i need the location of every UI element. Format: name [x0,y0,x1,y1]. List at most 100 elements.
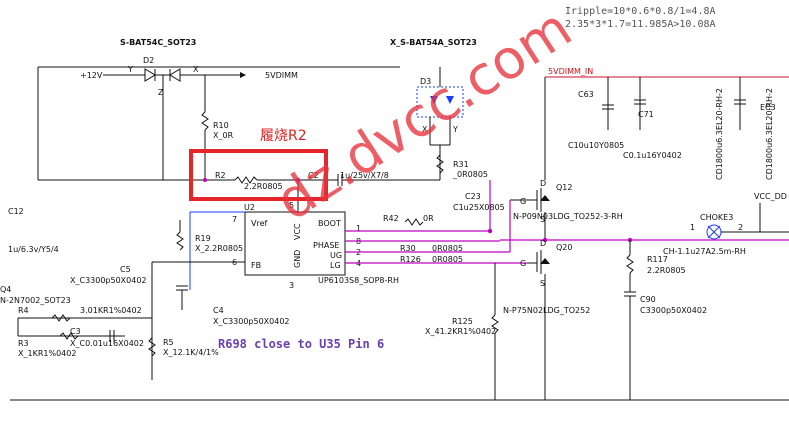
d2-pin-z: Z [158,88,164,97]
d2-pin-y: Y [127,65,133,74]
r126-val: 0R0805 [432,255,463,264]
u2-pin-vref: Vref [251,219,268,228]
ripple-formula-2: 2.35*3*1.7=11.985A>10.08A [565,19,716,30]
c5-val: X_C3300p50X0402 [70,276,147,285]
r5-val: X_12.1K/4/1% [163,348,219,357]
ec3-ref: EC3 [760,103,776,112]
r125-resistor-icon [491,314,499,334]
q12-pin-s: S [540,215,545,224]
u2-pin3: 3 [289,281,294,290]
r125-val: X_41.2KR1%0402 [425,327,496,336]
q12-val: N-P09N03LDG_TO252-3-RH [513,212,623,221]
highlight-box [189,149,328,201]
c90-val: C3300p50X0402 [640,306,707,315]
choke3-val: CH-1.1u27A2.5m-RH [663,247,746,256]
d3-pin-x: X [422,125,428,134]
close-note: R698 close to U35 Pin 6 [218,337,384,351]
choke3-cross-b [707,225,721,239]
d3-diode-b-icon [446,96,454,104]
r10-ref: R10 [213,121,229,130]
r117-val: 2.2R0805 [647,266,686,275]
r30-val: 0R0805 [432,244,463,253]
r125-ref: R125 [452,317,473,326]
u2-val: UP6103S8_SOP8-RH [318,276,399,285]
q20-pin-s: S [540,279,545,288]
u2-pin7: 7 [232,215,237,224]
d3-diode-a-icon [430,96,438,104]
c71-ref: C71 [638,110,654,119]
u2-pin-phase: PHASE [313,241,339,250]
r4-val: 3.01KR1%0402 [80,306,142,315]
q12-body-icon [540,195,550,201]
r10-junction [203,178,207,182]
c12-ref: C12 [8,207,24,216]
r4-resistor-icon [51,314,71,322]
r19-val: X_2.2R0805 [195,244,243,253]
r19-ref: R19 [195,234,211,243]
r10-resistor-icon [201,111,209,131]
d3-ref: D3 [420,77,431,86]
c4-val: X_C3300p50X0402 [213,317,290,326]
r2-ref: R2 [215,171,226,180]
ripple-formula-1: Iripple=10*0.6*0.8/1=4.8A [565,6,716,17]
r117-ref: R117 [647,255,668,264]
net-5vdimm-label: 5VDIMM [265,71,298,80]
u2-pin-fb: FB [251,261,261,270]
u2-pin5: 5 [289,201,294,210]
net-arrow-icon [240,72,246,78]
q4-val: N-2N7002_SOT23 [0,296,71,305]
u2-pin-ug: UG [330,251,342,260]
r42-ref: R42 [383,214,399,223]
q4-ref: Q4 [0,285,11,294]
q20-ref: Q20 [556,243,572,252]
watermark: dz.dvcc.com [265,0,583,233]
r3-ref: R3 [18,339,29,348]
q20-pin-d: D [540,239,546,248]
c23-ref: C23 [465,192,481,201]
ec-b-val: CD1800u6.3EL20-RH-2 [765,88,774,180]
r126-ref: R126 [400,255,421,264]
r42-val: 0R [423,214,434,223]
d2-ref: D2 [143,56,154,65]
vcc-junction [295,177,301,183]
choke3-ref: CHOKE3 [700,213,733,222]
r2-resistor-icon [234,176,258,184]
r10-val: X_0R [213,131,234,140]
c23-val: C1u25X0805 [453,203,505,212]
r42-resistor-icon [404,218,424,226]
choke3-pin1: 1 [690,223,695,232]
u2-pin-gnd: GND [293,250,302,268]
d2-diode-left-icon [144,68,156,82]
u2-pin-lg: LG [330,261,341,270]
r31-resistor-icon [436,154,444,174]
c90-ref: C90 [640,295,656,304]
c3-val: X_C0.01u16X0402 [70,339,144,348]
u2-pin-vcc: VCC [293,223,302,240]
c2-val: 1u/25v/X7/8 [340,171,389,180]
c12-val: 1u/6.3v/Y5/4 [8,245,59,254]
r5-resistor-icon [148,337,156,357]
c4-ref: C4 [213,306,224,315]
q20-val: N-P75N02LDG_TO252 [503,306,590,315]
c63-ref: C63 [578,90,594,99]
d2-pin-x: X [193,65,199,74]
u2-package [244,211,346,276]
u2-pin-boot: BOOT [318,219,341,228]
d3-part-title: X_S-BAT54A_SOT23 [390,38,477,47]
c71-val: C0.1u16Y0402 [623,151,682,160]
r2-val: 2.2R0805 [244,182,283,191]
u2-ref: U2 [244,203,255,212]
net-vcc-ddr-label: VCC_DD [754,192,787,201]
q12-pin-g: G [520,197,526,206]
d2-part-title: S-BAT54C_SOT23 [120,38,196,47]
r19-resistor-icon [176,231,184,251]
boot-junction [487,228,493,234]
net-5vdimm-in-label: 5VDIMM_IN [548,67,593,76]
net-12v-label: +12V [80,71,103,80]
q12-pin-d: D [540,179,546,188]
r117-resistor-icon [626,254,634,274]
r31-ref: R31 [453,160,469,169]
q20-body-icon [540,258,550,264]
